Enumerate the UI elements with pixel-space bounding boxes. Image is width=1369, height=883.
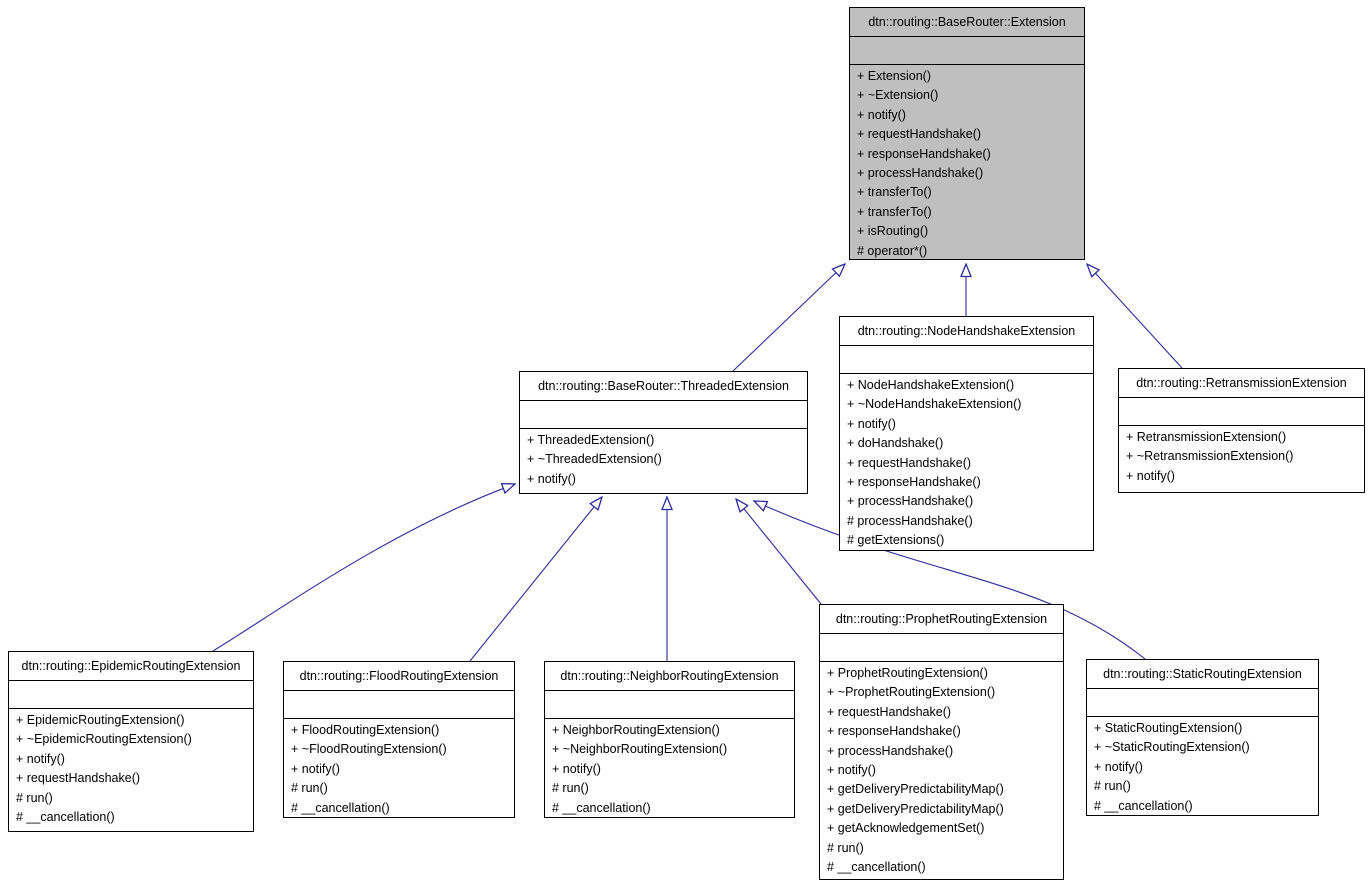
class-box-neighbor[interactable]: dtn::routing::NeighborRoutingExtension+ …	[544, 661, 795, 818]
class-title: dtn::routing::BaseRouter::Extension	[850, 8, 1084, 37]
class-method: # __cancellation()	[552, 800, 651, 815]
inheritance-edge-retransmission-to-extension	[1087, 264, 1183, 369]
class-method: + requestHandshake()	[827, 704, 952, 719]
class-method: # __cancellation()	[291, 800, 390, 815]
class-method: + NeighborRoutingExtension()	[552, 723, 720, 737]
class-method: + ~Extension()	[857, 88, 939, 103]
class-attributes-empty	[1087, 689, 1318, 717]
class-method: + ~NeighborRoutingExtension()	[552, 742, 728, 757]
class-method: + ~RetransmissionExtension()	[1126, 449, 1294, 464]
class-methods: + FloodRoutingExtension() + ~FloodRouting…	[284, 719, 514, 817]
class-method: + NodeHandshakeExtension()	[847, 378, 1015, 392]
class-method: + ~FloodRoutingExtension()	[291, 742, 447, 757]
class-method: + notify()	[1126, 468, 1175, 483]
class-method: # operator*()	[857, 243, 928, 258]
class-method: + notify()	[847, 416, 896, 431]
class-method: + processHandshake()	[857, 166, 984, 181]
class-method: + requestHandshake()	[857, 127, 982, 142]
class-method: + notify()	[1094, 759, 1143, 774]
class-method: # __cancellation()	[1094, 798, 1193, 813]
class-method: + FloodRoutingExtension()	[291, 723, 440, 737]
class-box-retransmission[interactable]: dtn::routing::RetransmissionExtension+ R…	[1118, 368, 1365, 493]
class-title: dtn::routing::ProphetRoutingExtension	[820, 605, 1063, 634]
class-method: # run()	[291, 781, 328, 796]
class-method: # run()	[1094, 779, 1131, 794]
class-attributes-empty	[520, 401, 807, 429]
class-method: + ProphetRoutingExtension()	[827, 666, 988, 680]
class-box-threaded[interactable]: dtn::routing::BaseRouter::ThreadedExtens…	[519, 371, 808, 494]
class-method: + transferTo()	[857, 204, 932, 219]
class-attributes-empty	[9, 681, 253, 709]
class-methods: + ThreadedExtension() + ~ThreadedExtensio…	[520, 429, 807, 493]
class-method: # __cancellation()	[16, 810, 115, 825]
class-method: + requestHandshake()	[16, 771, 141, 786]
inheritance-edge-threaded-to-extension	[732, 264, 845, 372]
class-method: + isRouting()	[857, 224, 929, 239]
class-method: + transferTo()	[857, 185, 932, 200]
class-title: dtn::routing::RetransmissionExtension	[1119, 369, 1364, 398]
class-method: + processHandshake()	[847, 494, 974, 509]
class-box-nodehandshake[interactable]: dtn::routing::NodeHandshakeExtension+ No…	[839, 316, 1094, 551]
class-method: # run()	[16, 790, 53, 805]
class-box-extension[interactable]: dtn::routing::BaseRouter::Extension+ Ext…	[849, 7, 1085, 260]
class-method: + notify()	[552, 761, 601, 776]
class-attributes-empty	[820, 634, 1063, 662]
class-method: # processHandshake()	[847, 513, 973, 528]
class-method: # getExtensions()	[847, 533, 945, 548]
class-attributes-empty	[545, 691, 794, 719]
class-method: + notify()	[827, 763, 876, 778]
class-title: dtn::routing::NeighborRoutingExtension	[545, 662, 794, 691]
class-method: + ThreadedExtension()	[527, 433, 655, 447]
class-box-prophet[interactable]: dtn::routing::ProphetRoutingExtension+ P…	[819, 604, 1064, 880]
class-method: # __cancellation()	[827, 860, 926, 875]
class-attributes-empty	[1119, 398, 1364, 426]
class-method: + StaticRoutingExtension()	[1094, 721, 1243, 735]
class-box-static[interactable]: dtn::routing::StaticRoutingExtension+ St…	[1086, 659, 1319, 816]
class-box-flood[interactable]: dtn::routing::FloodRoutingExtension+ Flo…	[283, 661, 515, 818]
class-methods: + NodeHandshakeExtension() + ~NodeHandsha…	[840, 374, 1093, 550]
class-attributes-empty	[840, 346, 1093, 374]
class-method: + EpidemicRoutingExtension()	[16, 713, 185, 727]
class-method: + ~ProphetRoutingExtension()	[827, 685, 996, 700]
class-title: dtn::routing::BaseRouter::ThreadedExtens…	[520, 372, 807, 401]
inheritance-edge-prophet-to-threaded	[736, 499, 822, 605]
inheritance-edge-epidemic-to-threaded	[212, 484, 515, 652]
class-methods: + RetransmissionExtension() + ~Retransmis…	[1119, 426, 1364, 492]
class-method: + responseHandshake()	[857, 146, 991, 161]
class-method: + processHandshake()	[827, 743, 954, 758]
class-methods: + NeighborRoutingExtension() + ~NeighborR…	[545, 719, 794, 817]
class-title: dtn::routing::StaticRoutingExtension	[1087, 660, 1318, 689]
class-title: dtn::routing::EpidemicRoutingExtension	[9, 652, 253, 681]
class-box-epidemic[interactable]: dtn::routing::EpidemicRoutingExtension+ …	[8, 651, 254, 832]
class-methods: + StaticRoutingExtension() + ~StaticRouti…	[1087, 717, 1318, 815]
class-title: dtn::routing::NodeHandshakeExtension	[840, 317, 1093, 346]
class-method: + notify()	[527, 471, 576, 486]
class-method: + RetransmissionExtension()	[1126, 430, 1287, 444]
class-title: dtn::routing::FloodRoutingExtension	[284, 662, 514, 691]
class-method: + requestHandshake()	[847, 455, 972, 470]
class-method: + notify()	[857, 107, 906, 122]
class-method: + ~ThreadedExtension()	[527, 452, 662, 467]
class-method: + getDeliveryPredictabilityMap()	[827, 782, 1004, 797]
class-method: + notify()	[16, 751, 65, 766]
class-methods: + ProphetRoutingExtension() + ~ProphetRou…	[820, 662, 1063, 879]
class-method: + ~EpidemicRoutingExtension()	[16, 732, 192, 747]
class-method: + ~StaticRoutingExtension()	[1094, 740, 1250, 755]
class-attributes-empty	[284, 691, 514, 719]
class-method: + notify()	[291, 761, 340, 776]
class-method: # run()	[827, 840, 864, 855]
class-methods: + Extension() + ~Extension() + notify() + r…	[850, 65, 1084, 259]
class-method: + getDeliveryPredictabilityMap()	[827, 801, 1004, 816]
class-method: + Extension()	[857, 69, 931, 83]
class-method: + responseHandshake()	[847, 475, 981, 490]
class-attributes-empty	[850, 37, 1084, 65]
class-method: + responseHandshake()	[827, 724, 961, 739]
class-methods: + EpidemicRoutingExtension() + ~EpidemicR…	[9, 709, 253, 831]
inheritance-edge-flood-to-threaded	[469, 497, 602, 662]
class-method: + getAcknowledgementSet()	[827, 821, 985, 836]
class-method: + ~NodeHandshakeExtension()	[847, 397, 1022, 412]
class-method: # run()	[552, 781, 589, 796]
class-method: + doHandshake()	[847, 436, 944, 451]
